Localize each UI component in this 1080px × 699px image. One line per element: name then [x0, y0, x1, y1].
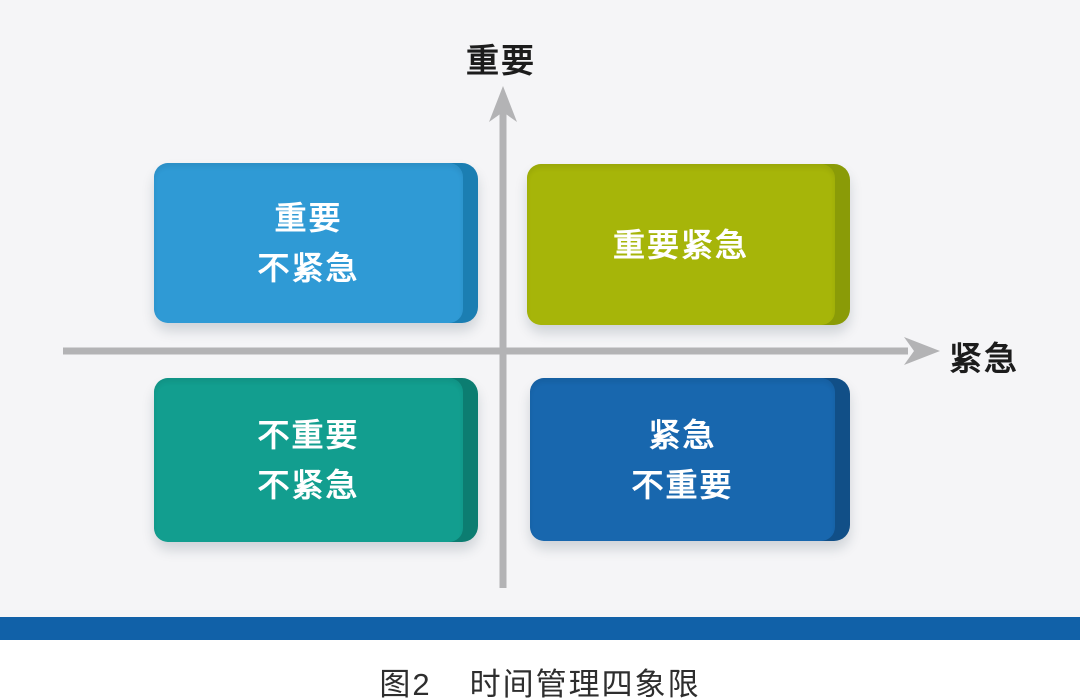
divider-bar [0, 617, 1080, 640]
quadrant-label: 重要 不紧急 [257, 200, 360, 286]
quadrant-face: 紧急 不重要 [530, 378, 835, 541]
caption-number: 图2 [379, 667, 432, 699]
quadrant-face: 不重要 不紧急 [154, 378, 463, 542]
figure-caption: 图2 时间管理四象限 [0, 659, 1080, 699]
y-axis-label: 重要 [466, 42, 536, 79]
quadrant-label: 重要紧急 [612, 226, 749, 263]
quadrant-label: 不重要 不紧急 [257, 417, 360, 503]
quadrant-label: 紧急 不重要 [631, 416, 734, 503]
x-axis-label: 紧急 [949, 340, 1019, 377]
quadrant-important-not-urgent: 重要 不紧急 [154, 163, 478, 323]
quadrant-urgent-not-important: 紧急 不重要 [530, 378, 850, 541]
quadrant-important-urgent: 重要紧急 [527, 164, 850, 325]
quadrant-face: 重要紧急 [527, 164, 835, 325]
quadrant-not-important-not-urgent: 不重要 不紧急 [154, 378, 478, 542]
caption-title: 时间管理四象限 [469, 667, 701, 699]
quadrant-face: 重要 不紧急 [154, 163, 463, 323]
